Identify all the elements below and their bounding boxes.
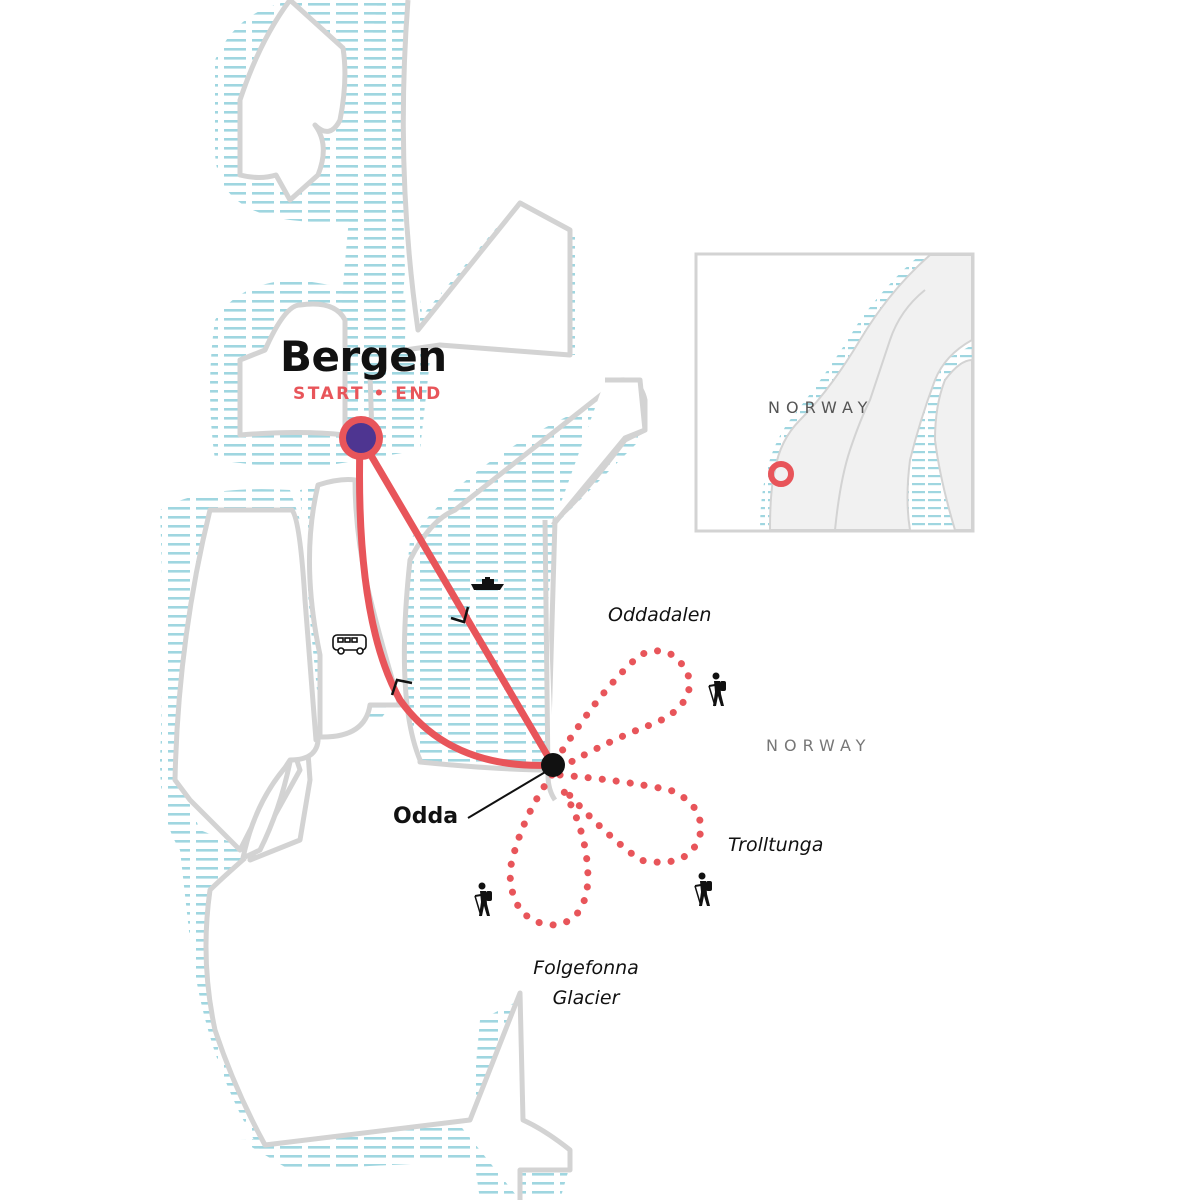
- country-label-main: NORWAY: [766, 736, 872, 755]
- start-city-name: Bergen: [280, 332, 447, 381]
- stop-label-odda: Odda: [393, 804, 459, 829]
- hiker-icon: [474, 882, 492, 917]
- folgefonna-loop: [506, 771, 592, 929]
- arrow-up-icon: [390, 678, 413, 696]
- start-city-subtitle: START • END: [293, 384, 443, 404]
- excursion-label-trolltunga: Trolltunga: [728, 834, 824, 856]
- excursion-label-folgefonna-line1: Folgefonna: [533, 957, 639, 979]
- bus-route: [356, 436, 557, 769]
- location-ring-marker: [768, 461, 794, 487]
- odda-marker[interactable]: [467, 753, 565, 819]
- boat-icon: [471, 577, 504, 590]
- oddadalen-loop: [551, 647, 694, 772]
- start-end-marker[interactable]: [339, 416, 383, 460]
- hiker-icon: [708, 672, 726, 707]
- direction-arrows: [390, 606, 470, 696]
- excursion-label-oddadalen: Oddadalen: [608, 604, 712, 626]
- excursion-label-folgefonna-line2: Glacier: [552, 987, 620, 1009]
- ferry-route: [358, 436, 557, 769]
- coastlines: [172, 0, 648, 1200]
- inset-country-label: NORWAY: [768, 398, 874, 417]
- route-lines: [356, 436, 557, 769]
- excursion-label-folgefonna: Folgefonna Glacier: [522, 953, 650, 1013]
- hiker-icon: [694, 872, 712, 907]
- excursion-loops: [506, 647, 705, 929]
- bus-icon: [332, 634, 367, 655]
- trolltunga-loop: [556, 771, 705, 866]
- arrow-down-icon: [450, 606, 470, 624]
- inset-map: [694, 252, 975, 533]
